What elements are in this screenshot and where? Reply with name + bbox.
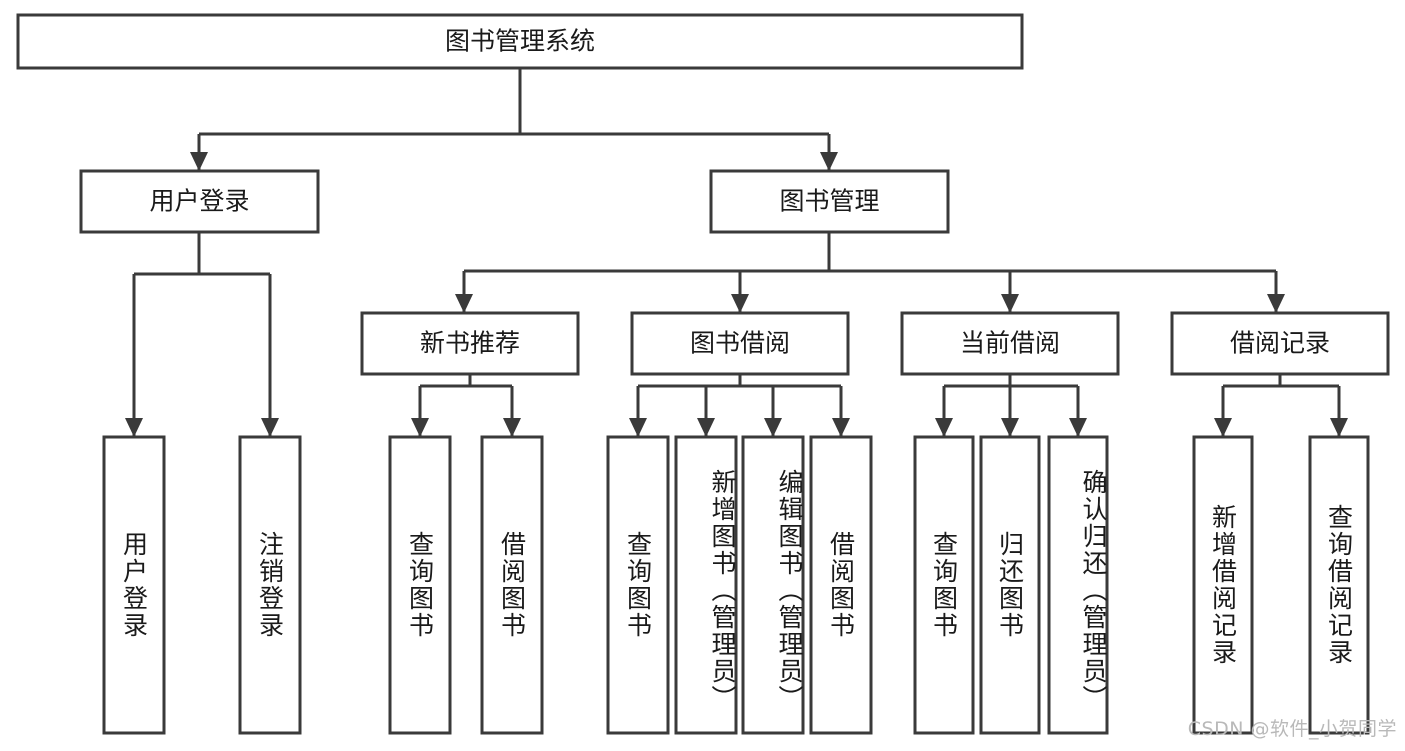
leaf-leaf-query-book-3[interactable] xyxy=(913,435,975,735)
node-rect xyxy=(809,435,873,735)
arrow-head-icon xyxy=(1069,418,1087,437)
arrow-head-icon xyxy=(764,418,782,437)
leaf-leaf-edit-book-admin[interactable] xyxy=(741,435,805,735)
node-rect xyxy=(1170,311,1390,376)
node-new-book-recommend[interactable]: 新书推荐 xyxy=(360,311,580,376)
node-rect xyxy=(1308,435,1370,735)
leaf-leaf-confirm-return-admin[interactable] xyxy=(1047,435,1109,735)
arrow-head-icon xyxy=(697,418,715,437)
arrow-head-icon xyxy=(629,418,647,437)
arrow-head-icon xyxy=(1214,418,1232,437)
leaf-leaf-borrow-book-2[interactable] xyxy=(809,435,873,735)
node-label: 图书管理 xyxy=(779,187,879,216)
arrow-head-icon xyxy=(411,418,429,437)
node-rect xyxy=(102,435,166,735)
node-rect xyxy=(900,311,1120,376)
node-rect xyxy=(630,311,850,376)
node-user-login[interactable]: 用户登录 xyxy=(79,169,320,234)
arrow-head-icon xyxy=(503,418,521,437)
node-label: 当前借阅 xyxy=(960,329,1060,358)
node-rect xyxy=(16,13,1024,70)
leaf-leaf-return-book[interactable] xyxy=(979,435,1041,735)
leaf-leaf-borrow-book-1[interactable] xyxy=(480,435,544,735)
leaf-leaf-query-book-1[interactable] xyxy=(388,435,452,735)
arrow-head-icon xyxy=(1001,294,1019,313)
node-label: 图书管理系统 xyxy=(445,27,595,56)
node-rect xyxy=(913,435,975,735)
arrow-head-icon xyxy=(125,418,143,437)
node-rect xyxy=(606,435,670,735)
node-label: 用户登录 xyxy=(149,187,249,216)
node-label: 借阅记录 xyxy=(1230,329,1330,358)
node-rect xyxy=(741,435,805,735)
arrow-head-icon xyxy=(1267,294,1285,313)
watermark-text: CSDN @软件_小贺同学 xyxy=(1187,718,1397,740)
arrow-head-icon xyxy=(820,152,838,171)
arrow-head-icon xyxy=(935,418,953,437)
node-rect xyxy=(480,435,544,735)
node-book-borrow[interactable]: 图书借阅 xyxy=(630,311,850,376)
node-rect xyxy=(674,435,738,735)
arrow-head-icon xyxy=(832,418,850,437)
node-rect xyxy=(709,169,950,234)
node-rect xyxy=(1047,435,1109,735)
arrow-head-icon xyxy=(190,152,208,171)
arrow-head-icon xyxy=(731,294,749,313)
arrow-head-icon xyxy=(1330,418,1348,437)
node-current-borrow[interactable]: 当前借阅 xyxy=(900,311,1120,376)
leaf-leaf-query-book-2[interactable] xyxy=(606,435,670,735)
node-label: 新书推荐 xyxy=(420,329,520,358)
arrow-head-icon xyxy=(1001,418,1019,437)
node-label: 图书借阅 xyxy=(690,329,790,358)
node-rect xyxy=(238,435,302,735)
node-rect xyxy=(388,435,452,735)
leaf-leaf-logout[interactable] xyxy=(238,435,302,735)
leaf-leaf-add-book-admin[interactable] xyxy=(674,435,738,735)
node-root[interactable]: 图书管理系统 xyxy=(16,13,1024,70)
arrow-head-icon xyxy=(261,418,279,437)
node-borrow-record[interactable]: 借阅记录 xyxy=(1170,311,1390,376)
leaf-leaf-add-borrow-record[interactable] xyxy=(1192,435,1254,735)
leaf-leaf-query-borrow-record[interactable] xyxy=(1308,435,1370,735)
node-book-manage[interactable]: 图书管理 xyxy=(709,169,950,234)
node-rect xyxy=(360,311,580,376)
arrow-head-icon xyxy=(455,294,473,313)
node-rect xyxy=(1192,435,1254,735)
node-rect xyxy=(979,435,1041,735)
leaf-leaf-user-login[interactable] xyxy=(102,435,166,735)
